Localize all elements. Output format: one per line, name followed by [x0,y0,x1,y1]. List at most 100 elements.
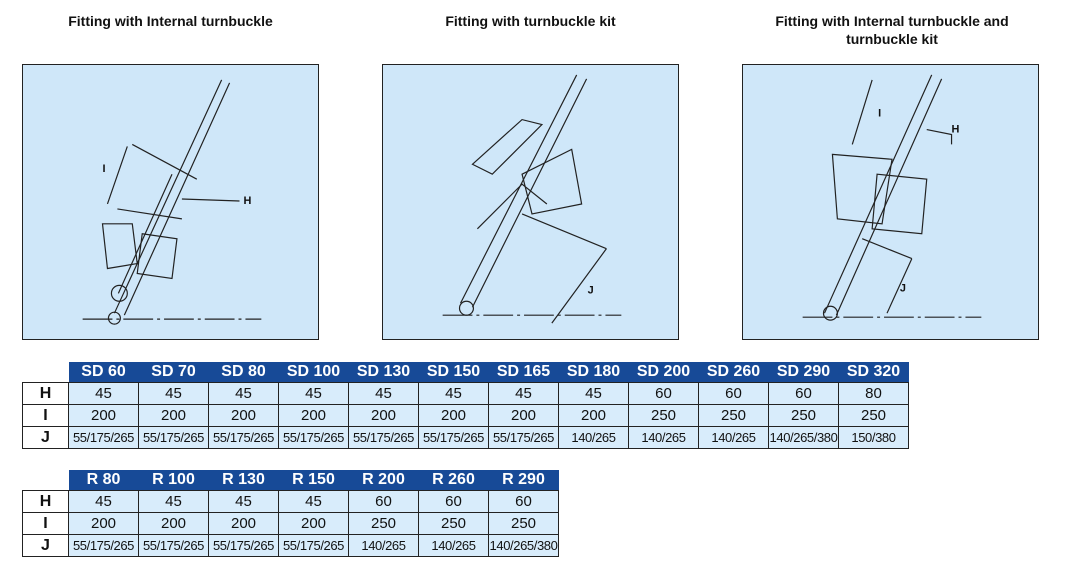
table-cell: 55/175/265 [278,426,349,449]
column-header: R 100 [138,470,209,491]
table-cell: 200 [68,512,139,535]
table-cell: 140/265 [628,426,699,449]
dimension-label-j: J [588,284,594,296]
sd-dimensions-table: SD 60 SD 70 SD 80 SD 100 SD 130 SD 150 S… [22,362,909,449]
table-cell: 250 [768,404,839,427]
table-cell: 55/175/265 [208,426,279,449]
dimension-label-h: H [952,124,960,136]
table-cell: 45 [558,382,629,405]
column-header: SD 70 [138,362,209,383]
column-header: SD 130 [348,362,419,383]
dimension-label-h: H [243,195,251,207]
table-cell: 45 [348,382,419,405]
table-cell: 200 [278,512,349,535]
column-header: R 130 [208,470,279,491]
row-label: H [22,382,69,405]
column-header: R 290 [488,470,559,491]
table-cell: 200 [348,404,419,427]
figure-caption: Fitting with Internal turnbuckle and tur… [775,13,1009,47]
table-cell: 140/265/380 [488,534,559,557]
table-cell: 200 [68,404,139,427]
table-cell: 55/175/265 [138,534,209,557]
column-header: R 260 [418,470,489,491]
table-cell: 140/265/380 [768,426,839,449]
table-cell: 200 [208,512,279,535]
figure-caption: Fitting with turnbuckle kit [445,13,616,29]
table-cell: 60 [628,382,699,405]
table-cell: 200 [208,404,279,427]
column-header: R 150 [278,470,349,491]
row-label: I [22,404,69,427]
dimension-label-i: I [878,108,881,120]
table-cell: 45 [278,490,349,513]
table-cell: 200 [138,404,209,427]
column-header: SD 290 [768,362,839,383]
column-header: SD 165 [488,362,559,383]
table-cell: 150/380 [838,426,909,449]
dimension-label-i: I [102,163,105,175]
table-cell: 60 [488,490,559,513]
table-cell: 45 [138,382,209,405]
table-cell: 60 [348,490,419,513]
table-cell: 45 [208,382,279,405]
table-cell: 45 [418,382,489,405]
table-cell: 200 [488,404,559,427]
fitting-diagram-internal-and-kit: I H J [742,64,1039,340]
fitting-diagram-internal-turnbuckle: I H [22,64,319,340]
column-header: R 200 [348,470,419,491]
table-cell: 250 [488,512,559,535]
column-header: SD 200 [628,362,699,383]
r-dimensions-table: R 80 R 100 R 130 R 150 R 200 R 260 R 290… [22,470,559,557]
table-cell: 60 [418,490,489,513]
table-cell: 140/265 [348,534,419,557]
table-cell: 200 [138,512,209,535]
table-cell: 55/175/265 [348,426,419,449]
table-cell: 55/175/265 [68,534,139,557]
column-header: SD 260 [698,362,769,383]
table-cell: 60 [698,382,769,405]
table-cell: 55/175/265 [208,534,279,557]
table-cell: 45 [68,490,139,513]
column-header: SD 150 [418,362,489,383]
table-cell: 140/265 [698,426,769,449]
table-cell: 140/265 [558,426,629,449]
table-cell: 250 [418,512,489,535]
table-cell: 55/175/265 [68,426,139,449]
table-cell: 45 [208,490,279,513]
table-cell: 250 [348,512,419,535]
table-cell: 250 [838,404,909,427]
column-header: SD 100 [278,362,349,383]
table-cell: 55/175/265 [488,426,559,449]
table-cell: 45 [138,490,209,513]
table-cell: 45 [278,382,349,405]
column-header: R 80 [68,470,139,491]
table-cell: 200 [418,404,489,427]
column-header: SD 320 [838,362,909,383]
table-cell: 45 [488,382,559,405]
figure-caption: Fitting with Internal turnbuckle [68,13,273,29]
row-label: J [22,534,69,557]
table-cell: 60 [768,382,839,405]
column-header: SD 180 [558,362,629,383]
row-label: H [22,490,69,513]
fitting-diagram-turnbuckle-kit: J [382,64,679,340]
table-cell: 250 [698,404,769,427]
column-header: SD 60 [68,362,139,383]
table-cell: 55/175/265 [278,534,349,557]
table-cell: 250 [628,404,699,427]
table-cell: 200 [278,404,349,427]
table-cell: 45 [68,382,139,405]
dimension-label-j: J [900,282,906,294]
column-header: SD 80 [208,362,279,383]
row-label: I [22,512,69,535]
table-cell: 140/265 [418,534,489,557]
table-cell: 55/175/265 [418,426,489,449]
row-label: J [22,426,69,449]
table-cell: 55/175/265 [138,426,209,449]
